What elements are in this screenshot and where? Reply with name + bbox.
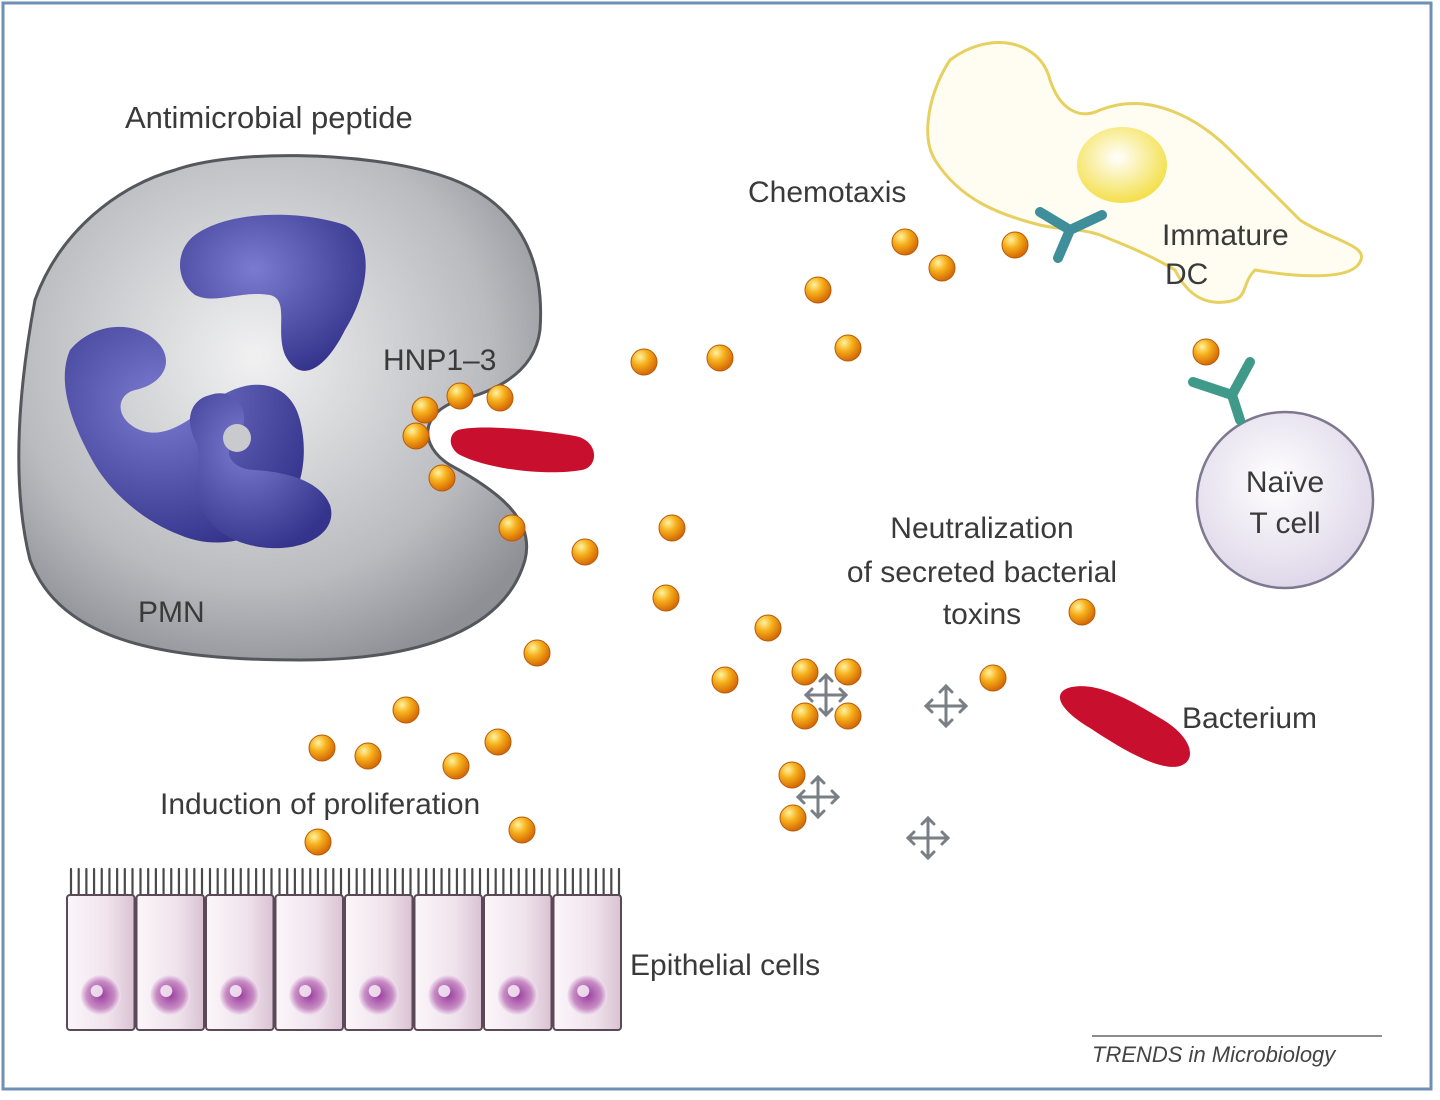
hnp-peptide-bead (791, 658, 819, 686)
hnp-peptide-bead (484, 728, 512, 756)
hnp-peptide-bead (778, 761, 806, 789)
epithelial-layer (66, 867, 622, 1031)
hnp-peptide-bead (834, 334, 862, 362)
hnp-peptide-bead (498, 514, 526, 542)
label-induction: Induction of proliferation (160, 788, 480, 821)
label-antimicrobial-peptide: Antimicrobial peptide (125, 100, 413, 135)
hnp-peptide-bead (354, 742, 382, 770)
label-pmn: PMN (138, 596, 205, 629)
pmn-nucleus-gap (223, 424, 251, 452)
label-epithelial: Epithelial cells (630, 949, 820, 982)
hnp-peptide-bead (779, 804, 807, 832)
hnp-peptide-bead (392, 696, 420, 724)
hnp-peptide-bead (658, 514, 686, 542)
hnp-peptide-bead (804, 276, 832, 304)
label-chemotaxis: Chemotaxis (748, 176, 906, 209)
hnp-peptide-bead (891, 228, 919, 256)
toxin-markers (795, 672, 969, 861)
hnp-peptide-bead (630, 348, 658, 376)
label-neutralization-1: Neutralization (890, 512, 1073, 545)
epithelial-cell (483, 867, 553, 1031)
hnp-peptide-bead (486, 384, 514, 412)
dc-receptor (1035, 207, 1107, 263)
hnp-peptide-bead (304, 828, 332, 856)
hnp-peptide-bead (442, 752, 470, 780)
pmn-nucleus-lobe (180, 214, 366, 371)
label-hnp: HNP1–3 (383, 344, 496, 377)
hnp-peptide-bead (652, 584, 680, 612)
bacterium-in-pmn (450, 427, 595, 473)
hnp-peptide-bead (754, 614, 782, 642)
hnp-peptide-bead (571, 538, 599, 566)
hnp-peptide-bead (523, 639, 551, 667)
hnp-peptide-bead (508, 816, 536, 844)
hnp-peptide-bead (1192, 338, 1220, 366)
dc-nucleus (1077, 127, 1167, 203)
hnp-peptides (304, 228, 1220, 856)
epithelial-cell (135, 867, 205, 1031)
toxin-icon (923, 683, 969, 729)
bacterium (1059, 686, 1191, 767)
hnp-peptide-bead (446, 382, 474, 410)
hnp-peptide-bead (428, 464, 456, 492)
label-neutralization-3: toxins (943, 598, 1021, 631)
toxin-icon (905, 815, 951, 861)
label-neutralization-2: of secreted bacterial (847, 556, 1117, 589)
epithelial-cell (344, 867, 414, 1031)
label-bacterium: Bacterium (1182, 702, 1317, 735)
hnp-peptide-bead (834, 702, 862, 730)
epithelial-cell (413, 867, 483, 1031)
hnp-peptide-bead (711, 666, 739, 694)
hnp-peptide-bead (1068, 598, 1096, 626)
naive-t-cell (1195, 410, 1375, 590)
epithelial-cell (552, 867, 622, 1031)
hnp-peptide-bead (979, 664, 1007, 692)
label-t-cell: T cell (1249, 507, 1320, 540)
t-cell-receptor (1188, 357, 1255, 425)
journal-credit: TRENDS in Microbiology (1092, 1042, 1337, 1067)
epithelial-cell (274, 867, 344, 1031)
label-naive: Naïve (1246, 466, 1324, 499)
hnp-peptide-bead (706, 344, 734, 372)
hnp-peptide-bead (791, 702, 819, 730)
hnp-peptide-bead (402, 422, 430, 450)
hnp-peptide-bead (411, 396, 439, 424)
label-dc: DC (1165, 258, 1208, 291)
hnp-peptide-bead (834, 658, 862, 686)
epithelial-cell (66, 867, 136, 1031)
epithelial-cell (205, 867, 275, 1031)
label-immature: Immature (1162, 219, 1289, 252)
hnp-peptide-bead (1001, 231, 1029, 259)
hnp-peptide-bead (928, 254, 956, 282)
hnp-peptide-bead (308, 734, 336, 762)
toxin-icon (795, 774, 841, 820)
toxin-icon (803, 672, 849, 718)
